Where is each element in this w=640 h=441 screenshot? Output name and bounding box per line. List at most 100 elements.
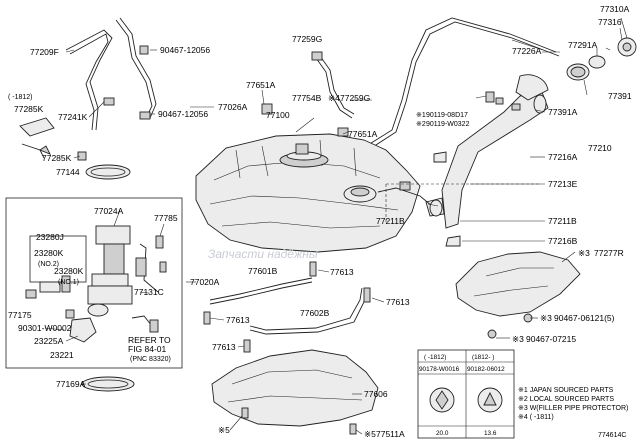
table-col2-part: 90182-06012: [467, 366, 505, 373]
retainer-ring-77169A: [81, 376, 135, 392]
fuel-gauge-sender-77785: [135, 235, 167, 293]
callout-90119-W0322: 90119-W0322: [426, 121, 470, 128]
table-col1-part: 90178-W0016: [419, 366, 460, 373]
callout-77316: 77316: [598, 17, 622, 27]
callout-77175: 77175: [8, 310, 32, 320]
callout-77131C: 77131C: [134, 287, 164, 297]
callout-23225A: 23225A: [34, 336, 64, 346]
fuel-pump-assembly-frame: [5, 197, 183, 369]
callout-77020A: 77020A: [190, 277, 220, 287]
tank-band-77601B: [209, 277, 313, 305]
callout-77285K: 77285K: [14, 104, 44, 114]
note-2: ※2 LOCAL SOURCED PARTS: [518, 396, 614, 403]
callout-90467-07215: 90467-07215: [526, 334, 576, 344]
callout-no2: (NO.2): [38, 261, 59, 268]
vent-hose-77754B: [261, 51, 495, 137]
callout-no1: (NO.1): [58, 279, 79, 286]
table-col2-size: 13.6: [484, 430, 497, 437]
callout-77226A: 77226A: [512, 46, 542, 56]
range-1812-left: ( -1812): [8, 94, 33, 101]
callout-77391A: 77391A: [548, 107, 578, 117]
callout-77241K: 77241K: [58, 112, 88, 122]
callout-90301-W0002: 90301-W0002: [18, 323, 72, 333]
mark-1: ※1: [416, 112, 426, 119]
table-col2-range: (1812- ): [472, 354, 494, 361]
callout-77651A: 77651A: [246, 80, 276, 90]
callout-77277R: 77277R: [594, 248, 624, 258]
callout-77310A: 77310A: [600, 4, 630, 14]
leader-lines: [44, 39, 611, 435]
mark-5-a: ※5: [218, 425, 230, 435]
callout-77602B: 77602B: [300, 308, 330, 318]
mark-3-a: ※3: [578, 248, 590, 258]
gasket-ring-77144: [85, 164, 131, 180]
mark-4: ※4: [328, 93, 340, 103]
callout-77209F: 77209F: [30, 47, 59, 57]
float-arm: [131, 315, 159, 333]
note-1: ※1 JAPAN SOURCED PARTS: [518, 387, 614, 394]
callout-77024A: 77024A: [94, 206, 124, 216]
callout-77601B: 77601B: [248, 266, 278, 276]
callout-77754B: 77754B: [292, 93, 322, 103]
fastener-detail-table: [417, 349, 515, 439]
fuel-tank-77100: [195, 133, 421, 253]
callout-77651A-2: 77651A: [348, 129, 378, 139]
callout-90467-12056-top: 90467-12056: [160, 45, 210, 55]
mark-3-c: ※3: [512, 334, 524, 344]
breather-hose-77226A: [359, 17, 560, 155]
callout-23280J: 23280J: [36, 232, 64, 242]
mark-2: ※2: [416, 121, 426, 128]
callout-77211B-left: 77211B: [376, 216, 405, 226]
table-col1-size: 20.0: [436, 430, 449, 437]
refer-fig-label: FIG 84-01: [128, 344, 167, 354]
fuel-filter-23221: [65, 309, 97, 343]
filler-pipe-protector-77277R: [455, 251, 581, 339]
callout-23280K-no1: 23280K: [54, 266, 84, 276]
tank-under-cover-77606: [211, 349, 379, 435]
callout-77613-a: 77613: [330, 267, 354, 277]
callout-90119-08D17: 90119-08D17: [426, 112, 468, 119]
callout-77144: 77144: [56, 167, 80, 177]
callout-77785: 77785: [154, 213, 178, 223]
callout-90467-12056-mid: 90467-12056: [158, 109, 208, 119]
callout-77391: 77391: [608, 91, 632, 101]
fuel-tubes-77209F: [65, 17, 157, 131]
callout-77210: 77210: [588, 143, 612, 153]
callout-90467-06121: 90467-06121(5): [554, 313, 615, 323]
callout-77026A: 77026A: [218, 102, 248, 112]
callout-77285K-2: 77285K: [42, 153, 72, 163]
callout-77606: 77606: [364, 389, 388, 399]
callout-77511A: 77511A: [376, 429, 405, 439]
table-col1-range: ( -1812): [424, 354, 446, 361]
callout-77216B: 77216B: [548, 236, 578, 246]
callout-77613-c: 77613: [226, 315, 250, 325]
fuel-sender-parts: [25, 275, 71, 299]
mark-3-b: ※3: [540, 313, 552, 323]
callout-77259G-2: 77259G: [340, 93, 370, 103]
bracket-77285K: [19, 117, 87, 161]
refer-pnc-label: (PNC 83320): [130, 356, 171, 363]
callout-77211B-right: 77211B: [548, 216, 577, 226]
callout-77291A: 77291A: [568, 40, 598, 50]
callout-77216A: 77216A: [548, 152, 578, 162]
callout-23280K-no2: 23280K: [34, 248, 64, 258]
callout-77613-b: 77613: [386, 297, 410, 307]
diagram-code: 774614C: [598, 432, 626, 439]
fuel-pump-77024A: [87, 225, 133, 317]
callout-77169A: 77169A: [56, 379, 86, 389]
callout-77213E: 77213E: [548, 179, 578, 189]
tank-side-hoses: [377, 181, 443, 217]
filler-pipe-77210: [441, 74, 549, 229]
filler-pipe-rings: [566, 48, 606, 81]
note-3: ※3 W(FILLER PIPE PROTECTOR): [518, 405, 628, 412]
callout-77100: 77100: [266, 110, 290, 120]
watermark-text: Запчасти надёжны: [208, 247, 318, 261]
note-4: ※4 ( -1811): [518, 414, 554, 421]
callout-77259G: 77259G: [292, 34, 322, 44]
callout-77613-d: 77613: [212, 342, 236, 352]
callout-23221: 23221: [50, 350, 74, 360]
refer-to-label: REFER TO: [128, 335, 171, 345]
mark-5-b: ※5: [364, 429, 376, 439]
